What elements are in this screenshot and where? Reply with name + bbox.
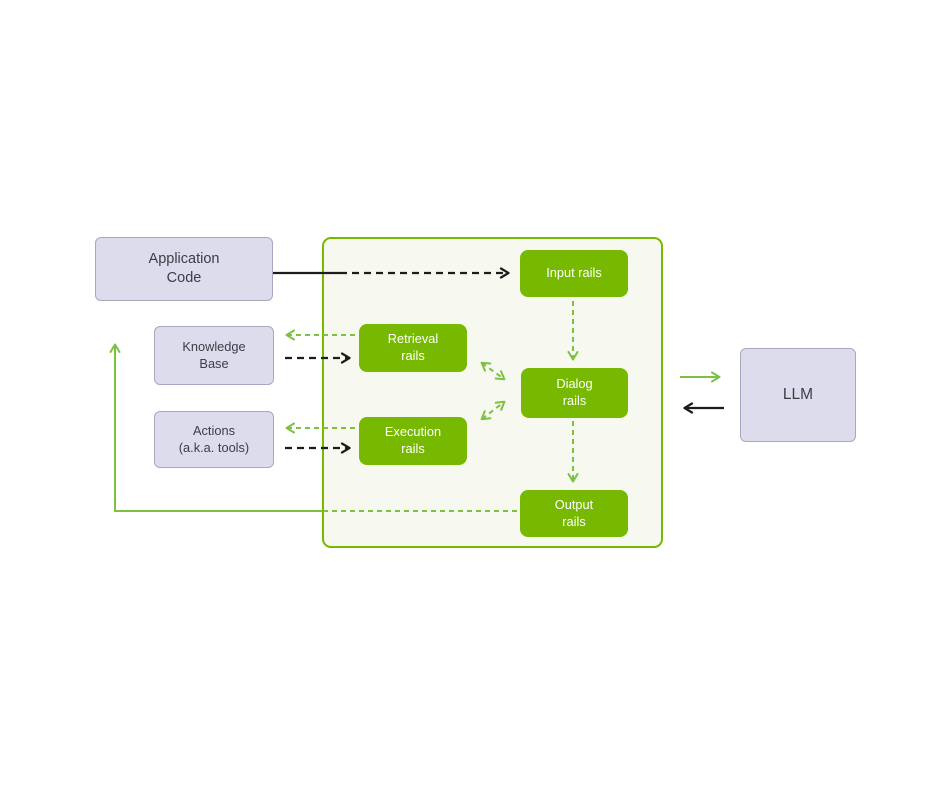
retrieval-rails-box: Retrieval rails: [359, 324, 467, 372]
output-rails-box: Output rails: [520, 490, 628, 537]
llm-box: LLM: [740, 348, 856, 442]
retrieval-rails-label: Retrieval rails: [387, 331, 439, 363]
application-code-box: Application Code: [95, 237, 273, 301]
execution-rails-box: Execution rails: [359, 417, 467, 465]
knowledge-base-label: Knowledge Base: [182, 338, 246, 371]
dialog-rails-label: Dialog rails: [556, 376, 593, 408]
application-code-label: Application Code: [148, 251, 220, 286]
actions-label: Actions (a.k.a. tools): [178, 422, 250, 455]
actions-box: Actions (a.k.a. tools): [154, 411, 274, 468]
dialog-rails-box: Dialog rails: [521, 368, 628, 418]
output-rails-label: Output rails: [554, 496, 594, 529]
llm-label: LLM: [782, 385, 814, 403]
execution-rails-label: Execution rails: [384, 424, 442, 456]
input-rails-box: Input rails: [520, 250, 628, 297]
input-rails-label: Input rails: [546, 265, 602, 281]
knowledge-base-box: Knowledge Base: [154, 326, 274, 385]
